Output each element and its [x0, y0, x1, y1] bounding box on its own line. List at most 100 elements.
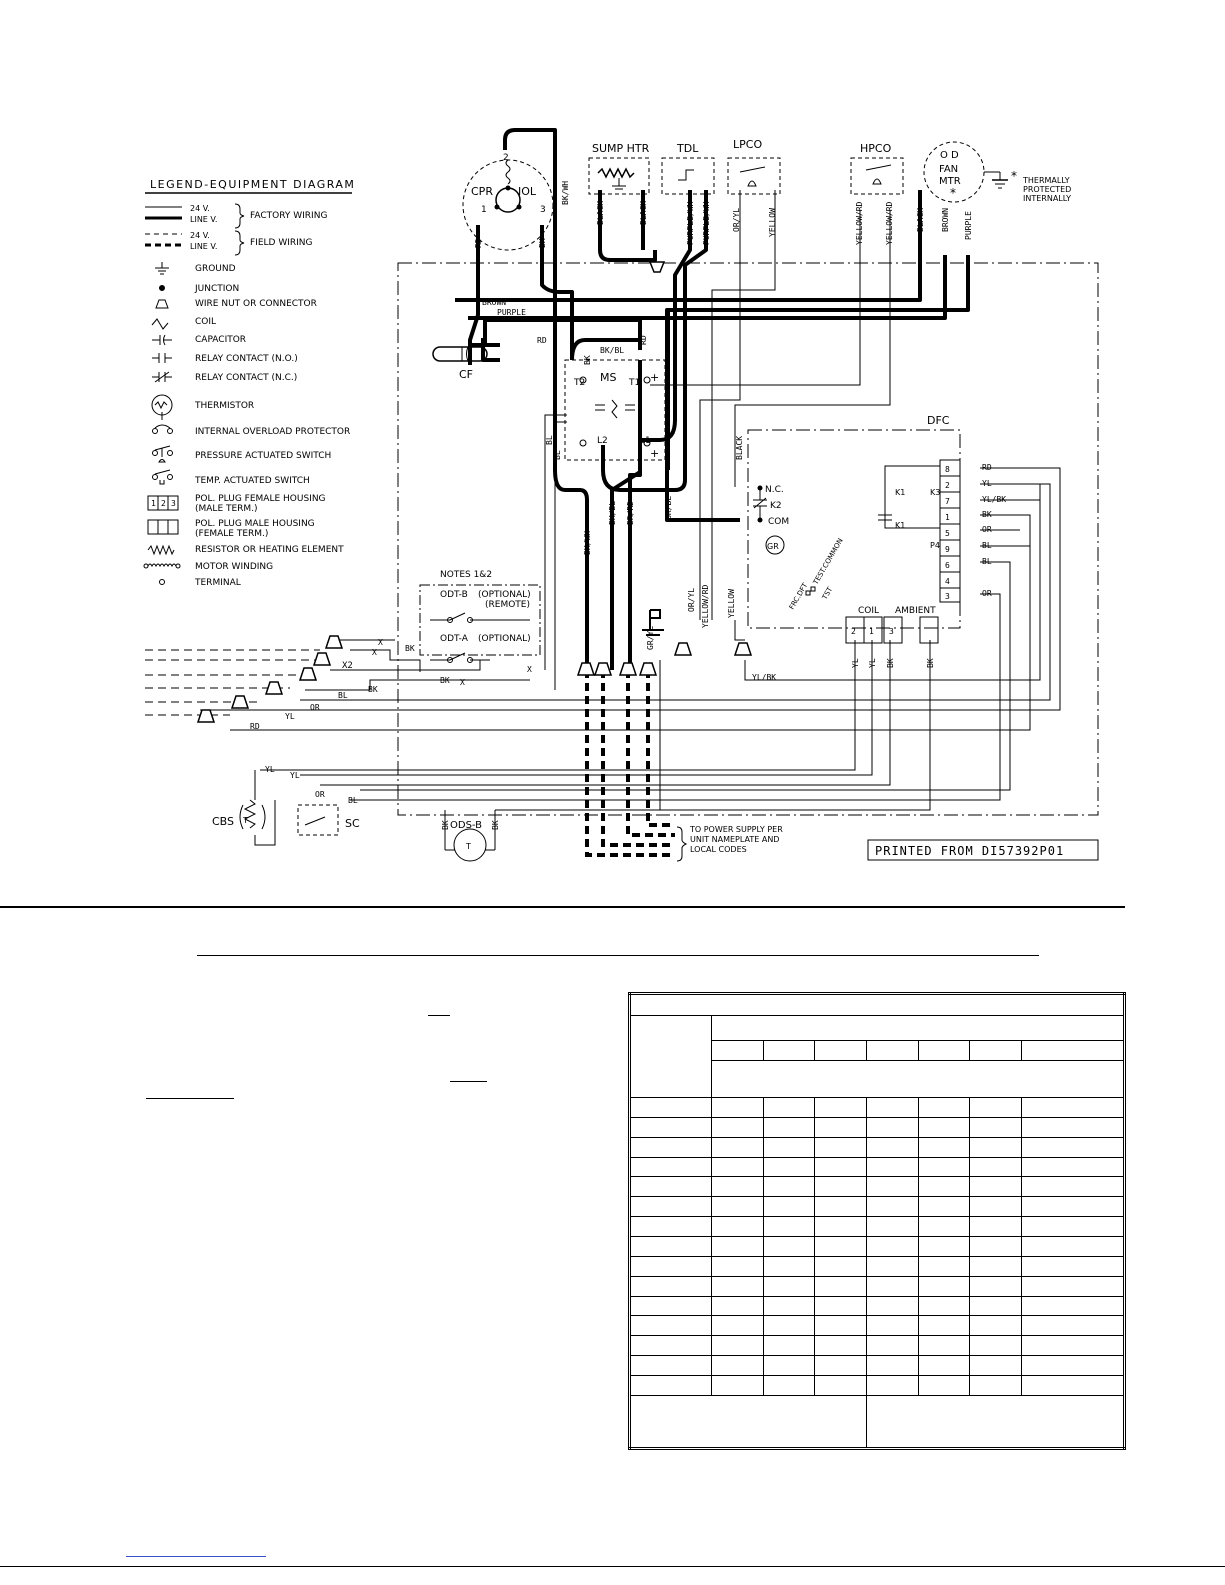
table-cell: [711, 1374, 764, 1397]
printed-from: PRINTED FROM DI57392P01: [875, 844, 1064, 858]
table-footer-right: [865, 1395, 1126, 1449]
optional-1: (OPTIONAL): [478, 590, 531, 600]
wire-purplewh-2: PURPLE/WH: [702, 201, 711, 245]
table-cell: [762, 1374, 816, 1397]
coil-pin-1: 1: [869, 627, 874, 636]
sump-htr-label: SUMP HTR: [592, 142, 650, 155]
legend-pin-2: 2: [161, 499, 166, 508]
table-cell: [917, 1176, 971, 1198]
text-underline-2: [450, 1081, 487, 1082]
table-cell: [969, 1355, 1022, 1376]
cbs-t: T: [242, 816, 248, 825]
table-cell: [814, 1355, 867, 1376]
footer-link-underline[interactable]: [126, 1556, 266, 1557]
table-cell: [917, 1216, 971, 1237]
table-cell: [865, 1235, 919, 1257]
table-row: [629, 1355, 1126, 1376]
table-cell: [969, 1116, 1022, 1138]
table-body: [629, 1096, 1126, 1397]
table-cell: [629, 1295, 712, 1317]
table-cell: [711, 1176, 764, 1198]
ambient-label: AMBIENT: [895, 606, 936, 616]
table-cell: [865, 1275, 919, 1297]
footer-rule: [0, 1566, 1225, 1567]
table-cell: [1020, 1216, 1126, 1237]
table-cell: [814, 1216, 867, 1237]
table-cell: [762, 1196, 816, 1218]
fan-label: FAN: [939, 164, 958, 175]
wire-black-sump1: BLACK: [596, 201, 605, 225]
wire-yl-mid: YL: [285, 712, 295, 721]
table-cell: [711, 1196, 764, 1218]
protected-label: PROTECTED: [1023, 185, 1071, 194]
table-cell: [629, 1096, 712, 1118]
power-brace: [676, 826, 688, 862]
table-cell: [865, 1116, 919, 1138]
legend-item-capacitor: CAPACITOR: [195, 335, 246, 345]
wire-rd-horiz: RD: [537, 336, 547, 345]
wire-black-sump2: BLACK: [639, 201, 648, 225]
table-cell: [814, 1295, 867, 1317]
table-cell: [711, 1255, 764, 1277]
table-row: [629, 1176, 1126, 1198]
printed-from-box: [867, 839, 1099, 861]
table-cell: [865, 1216, 919, 1237]
table-cell: [814, 1275, 867, 1297]
legend-linev: LINE V.: [190, 215, 217, 224]
wire-yl-2: YL: [290, 771, 300, 780]
legend-title: LEGEND-EQUIPMENT DIAGRAM: [150, 178, 355, 191]
table-cell: [1020, 1355, 1126, 1376]
terminal-4: 4: [945, 577, 950, 586]
table-cell: [917, 1374, 971, 1397]
table-cell: [711, 1216, 764, 1237]
p4-label: P4: [930, 541, 940, 550]
ods-t: T: [465, 842, 471, 851]
odt-a-label: ODT-A: [440, 634, 469, 644]
table-cell: [917, 1315, 971, 1337]
wire-bk-ods-1: BK: [441, 820, 450, 830]
table-cell: [762, 1176, 816, 1198]
table-cell: [1020, 1116, 1126, 1138]
nc-label: N.C.: [765, 485, 784, 495]
table-cell: [629, 1156, 712, 1178]
table-cell: [629, 1235, 712, 1257]
legend: LEGEND-EQUIPMENT DIAGRAM 24 V. LINE V. F…: [143, 178, 355, 588]
cbs-sensor: CBS T: [212, 799, 266, 830]
wire-or-dfc: OR: [982, 525, 992, 534]
internally-label: INTERNALLY: [1023, 194, 1071, 203]
legend-item-temp: TEMP. ACTUATED SWITCH: [194, 476, 310, 486]
wire-yl-coil-1: YL: [851, 658, 860, 668]
k1-label-1: K1: [895, 488, 905, 497]
cbs-label: CBS: [212, 815, 234, 828]
terminal-5: 5: [945, 529, 950, 538]
table-cell: [865, 1096, 919, 1118]
t2-label: T2: [573, 378, 585, 388]
od-label: O D: [940, 150, 959, 161]
line-voltage-wiring: [455, 128, 970, 670]
plus-t1: +: [650, 371, 659, 384]
table-row: [629, 1156, 1126, 1178]
table-cell: [629, 1196, 712, 1218]
wire-bl-1: BL: [545, 435, 554, 445]
table-cell: [917, 1275, 971, 1297]
table-cell: [969, 1255, 1022, 1277]
table-cell: [629, 1374, 712, 1397]
ambient-pin-3: 3: [889, 627, 894, 636]
field-wiring-left: [145, 649, 320, 716]
table-cell: [1020, 1275, 1126, 1297]
coil-pin-2: 2: [851, 627, 856, 636]
table-cell: [1020, 1176, 1126, 1198]
table-row: [629, 1235, 1126, 1257]
table-row: [629, 1315, 1126, 1337]
odt-box: NOTES 1&2 ODT-B (OPTIONAL) (REMOTE) ODT-…: [419, 570, 541, 663]
table-cell: [814, 1176, 867, 1198]
table-cell: [1020, 1136, 1126, 1158]
gr-label: GR: [767, 542, 779, 551]
terminal-7: 7: [945, 497, 950, 506]
table-cell: [711, 1355, 764, 1376]
wire-bk-cpr: BK: [538, 238, 547, 248]
table-cell: [814, 1096, 867, 1118]
text-underline-3: [146, 1098, 234, 1099]
table-cell: [711, 1156, 764, 1178]
